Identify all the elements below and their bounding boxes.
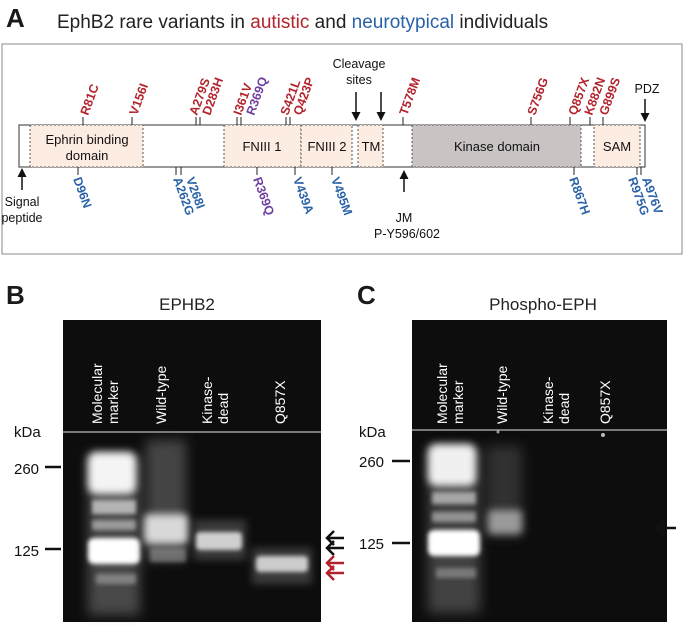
- domain-label-fn1: FNIII 1: [242, 139, 281, 154]
- blot-b-bands: [88, 440, 312, 615]
- lane-label-c: dead: [556, 393, 572, 424]
- domain-label-kinase: Kinase domain: [454, 139, 540, 154]
- panel-c: C Phospho-EPH Molecular marker Wild-type…: [357, 280, 676, 622]
- marker-125-label-b: 125: [14, 543, 39, 560]
- lane-label-b: marker: [105, 380, 121, 424]
- variant-ticks-below: [77, 167, 642, 175]
- arrow-b-black-1: [325, 530, 344, 546]
- marker-260-label-c: 260: [359, 454, 384, 471]
- lane-label-b: Q857X: [272, 380, 288, 424]
- domain-kinase: [411, 124, 582, 168]
- arrow-b-red-1: [325, 555, 344, 571]
- marker-260-label-b: 260: [14, 461, 39, 478]
- domain-label-fn2: FNIII 2: [307, 139, 346, 154]
- arrow-b-black-2: [325, 540, 344, 556]
- signal-peptide-arrow: [17, 168, 27, 190]
- variant-below-label: R867H: [566, 175, 592, 216]
- cleavage-sites-label-1: Cleavage: [333, 57, 386, 71]
- domain-sam: [593, 124, 641, 168]
- panel-c-letter: C: [357, 280, 376, 310]
- title-part-3: and: [309, 12, 351, 33]
- panel-a-letter: A: [6, 3, 25, 33]
- title-part-neurotypical: neurotypical: [352, 12, 454, 33]
- marker-125-label-c: 125: [359, 536, 384, 553]
- title-part-5: individuals: [454, 12, 548, 33]
- variant-above-label: T578M: [397, 76, 423, 117]
- domain-label-ephrin-2: domain: [66, 148, 109, 163]
- panel-a-title: EphB2 rare variants in autistic and neur…: [57, 12, 548, 33]
- phospho-tyrosine-label: P-Y596/602: [374, 227, 440, 241]
- domain-fn1: [223, 124, 302, 168]
- panel-a: A EphB2 rare variants in autistic and ne…: [1, 3, 683, 255]
- variant-above-label: R81C: [78, 82, 102, 117]
- panel-a-frame: [1, 43, 683, 255]
- variant-ticks-above: [82, 117, 604, 125]
- jm-arrow: [399, 170, 409, 192]
- domain-ephrin: [29, 124, 144, 168]
- pdz-label: PDZ: [635, 82, 660, 96]
- variant-below-label: V495M: [328, 175, 355, 217]
- variant-below-label: V439A: [290, 175, 316, 216]
- lane-label-c: marker: [450, 380, 466, 424]
- signal-peptide-label-1: Signal: [5, 195, 40, 209]
- signal-peptide-label-2: peptide: [1, 211, 42, 225]
- lane-label-c: Wild-type: [494, 365, 510, 424]
- cleavage-arrow-1: [351, 92, 361, 121]
- cleavage-arrow-2: [376, 92, 386, 121]
- arrow-c-black: [655, 520, 676, 536]
- lane-label-c: Kinase-: [540, 376, 556, 424]
- panel-b: B EPHB2 Molecular marker Wild-type Kinas…: [6, 280, 344, 622]
- lane-label-b: Molecular: [89, 363, 105, 424]
- title-part-autistic: autistic: [250, 12, 309, 33]
- variant-above-label: V156I: [127, 82, 151, 117]
- arrow-b-red-2: [325, 565, 344, 581]
- domain-label-sam: SAM: [603, 139, 631, 154]
- lane-label-b: Wild-type: [153, 365, 169, 424]
- title-part-1: EphB2 rare variants in: [57, 12, 250, 33]
- jm-label: JM: [396, 211, 413, 225]
- domain-fn2: [300, 124, 353, 168]
- lane-label-c: Molecular: [434, 363, 450, 424]
- panel-c-title: Phospho-EPH: [489, 295, 597, 314]
- lane-label-b: Kinase-: [199, 376, 215, 424]
- domain-label-ephrin-1: Ephrin binding: [45, 132, 128, 147]
- variant-below-label: D96N: [70, 175, 94, 210]
- panel-b-title: EPHB2: [159, 295, 215, 314]
- lane-label-b: dead: [215, 393, 231, 424]
- kda-label-c: kDa: [359, 424, 386, 441]
- domain-tm: [357, 124, 384, 168]
- kda-label-b: kDa: [14, 424, 41, 441]
- cleavage-sites-label-2: sites: [346, 73, 372, 87]
- lane-label-c: Q857X: [597, 380, 613, 424]
- variant-above-label: S756G: [525, 76, 551, 117]
- blot-c-bands: [428, 430, 605, 613]
- variant-below-label: R369Q: [250, 175, 277, 217]
- domain-label-tm: TM: [362, 139, 381, 154]
- panel-b-letter: B: [6, 280, 25, 310]
- pdz-arrow: [640, 99, 650, 122]
